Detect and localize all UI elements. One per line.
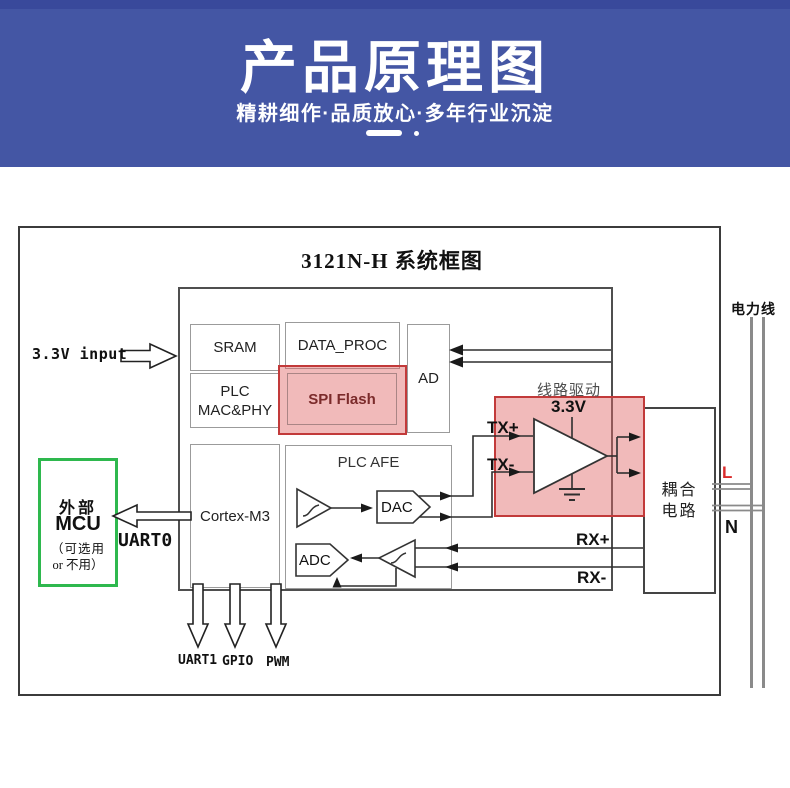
block-data-proc: DATA_PROC <box>285 322 400 369</box>
header-banner: 产品原理图 精耕细作·品质放心·多年行业沉淀 <box>0 0 790 167</box>
diagram-title: 3121N-H 系统框图 <box>301 249 483 273</box>
page-title: 产品原理图 <box>240 36 550 100</box>
block-spi-flash-label: SPI Flash <box>308 390 376 408</box>
block-plc-mac-label-line1: PLC <box>220 382 250 400</box>
block-sram: SRAM <box>190 324 280 371</box>
spi-flash-highlight <box>278 365 407 435</box>
divider-dot <box>414 131 419 136</box>
block-ad: AD <box>407 324 450 433</box>
block-cortex-m3: Cortex-M3 <box>190 444 280 588</box>
block-ad-label: AD <box>418 370 439 387</box>
mcu-label-line2: MCU <box>55 513 101 535</box>
live-label: L <box>722 463 733 482</box>
block-cortex-label: Cortex-M3 <box>199 507 270 525</box>
block-plc-mac-label-line2: MAC&PHY <box>197 401 273 419</box>
adc-label: ADC <box>299 552 331 569</box>
divider-dash <box>366 130 402 136</box>
dac-label: DAC <box>381 499 413 516</box>
tx-minus-label: TX- <box>487 455 515 474</box>
block-plc-mac-phy: PLC MAC&PHY <box>190 373 280 428</box>
block-plc-afe-label: PLC AFE <box>337 454 400 471</box>
page-subtitle: 精耕细作·品质放心·多年行业沉淀 <box>236 103 554 125</box>
rx-plus-label: RX+ <box>576 530 610 549</box>
block-sram-label: SRAM <box>213 339 257 356</box>
pwm-label: PWM <box>266 655 290 670</box>
rx-minus-label: RX- <box>577 568 607 587</box>
tx-plus-label: TX+ <box>487 418 519 437</box>
driver-voltage-label: 3.3V <box>551 397 586 416</box>
gpio-label: GPIO <box>222 654 254 669</box>
uart1-label: UART1 <box>178 653 218 668</box>
coupling-label-line1: 耦合 <box>661 481 698 499</box>
block-coupling-circuit: 耦合 电路 <box>643 407 716 594</box>
coupling-label-line2: 电路 <box>661 502 698 520</box>
mcu-label-line3: （可选用 <box>50 542 105 556</box>
block-external-mcu: 外部 MCU （可选用 or 不用） <box>38 458 118 587</box>
mcu-label-line4: or 不用） <box>52 558 104 572</box>
neutral-label: N <box>725 517 738 537</box>
block-spi-flash: SPI Flash <box>287 373 397 425</box>
uart0-label: UART0 <box>118 530 173 551</box>
line-driver-label: 线路驱动 <box>537 382 602 399</box>
block-data-proc-label: DATA_PROC <box>297 337 388 354</box>
mcu-label-line1: 外部 <box>58 500 97 517</box>
power-line-label: 电力线 <box>731 303 776 318</box>
power-input-label: 3.3V input <box>32 345 128 363</box>
banner-top-strip <box>0 0 790 9</box>
